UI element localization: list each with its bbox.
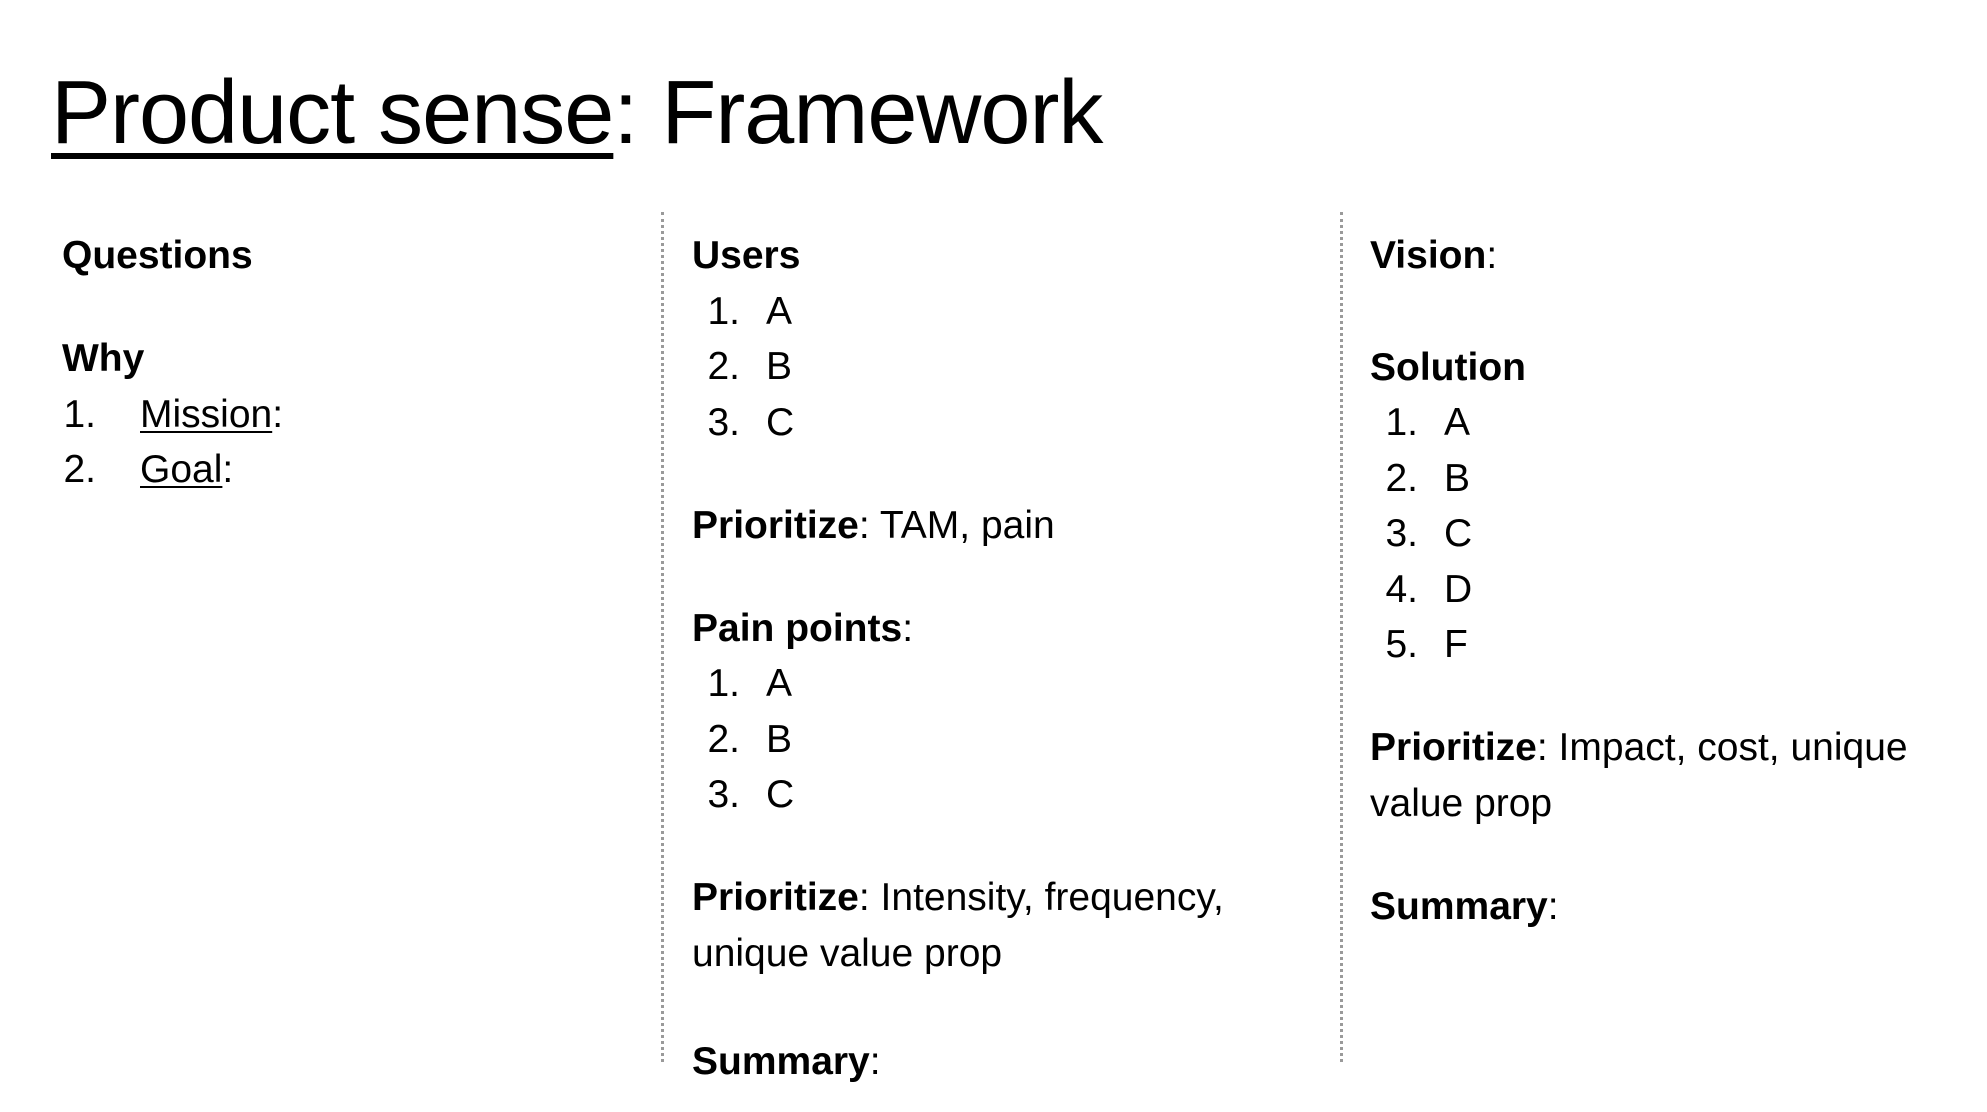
- list-number: 1.: [707, 662, 740, 705]
- list-number: 2.: [63, 448, 96, 491]
- why-list: 1. Mission: 2. Goal:: [62, 387, 622, 498]
- list-number: 3.: [707, 773, 740, 816]
- users-heading: Users: [692, 234, 801, 277]
- list-item-goal: 2. Goal:: [62, 442, 622, 498]
- separator: :: [902, 606, 914, 650]
- pain-points-label: Pain points: [692, 606, 903, 650]
- solution-list: 1. A 2. B 3. C 4. D 5. F: [1370, 395, 1970, 673]
- summary-label: Summary: [692, 1040, 870, 1083]
- questions-heading: Questions: [62, 234, 253, 277]
- list-number: 3.: [1385, 512, 1418, 555]
- list-item-mission: 1. Mission:: [62, 387, 622, 443]
- list-number: 1.: [63, 392, 96, 436]
- list-item: 2. B: [692, 712, 1312, 768]
- separator: :: [858, 876, 870, 919]
- list-text: D: [1444, 567, 1473, 611]
- vision-label: Vision: [1370, 234, 1487, 277]
- list-suffix: :: [272, 392, 284, 436]
- questions-column: Questions Why 1. Mission: 2. Goal:: [62, 228, 622, 498]
- mission-link[interactable]: Mission: [140, 392, 273, 436]
- why-heading: Why: [62, 337, 145, 380]
- prioritize-value: Impact, cost, unique value prop: [1370, 726, 1908, 825]
- title-separator: :: [613, 63, 638, 163]
- list-item: 2. B: [692, 339, 1312, 395]
- list-text: A: [1444, 401, 1471, 444]
- list-text: A: [766, 662, 793, 705]
- separator: :: [858, 503, 870, 547]
- list-item: 3. C: [1370, 506, 1970, 562]
- summary-solution: Summary:: [1370, 879, 1970, 935]
- prioritize-users: Prioritize: TAM, pain: [692, 498, 1312, 554]
- list-text: B: [1444, 456, 1471, 500]
- column-divider-2: [1340, 212, 1343, 1062]
- users-column: Users 1.A 2.B 3.C Prioritize: TAM, pain …: [692, 228, 1312, 1090]
- prioritize-value: TAM, pain: [869, 503, 1055, 547]
- list-number: 2.: [707, 717, 740, 761]
- pain-points-heading: Pain points:: [692, 601, 1312, 657]
- list-item: 2. B: [1370, 451, 1970, 507]
- prioritize-pain: Prioritize: Intensity, frequency, unique…: [692, 870, 1252, 981]
- list-item: 3. C: [692, 395, 1312, 451]
- separator: :: [1486, 234, 1498, 277]
- prioritize-solution: Prioritize: Impact, cost, unique value p…: [1370, 720, 1940, 831]
- list-number: 2.: [1385, 456, 1418, 500]
- list-item: 4. D: [1370, 562, 1970, 618]
- prioritize-value: Intensity, frequency, unique value prop: [692, 876, 1224, 975]
- prioritize-label: Prioritize: [692, 503, 859, 547]
- title-rest: Framework: [637, 63, 1103, 163]
- list-number: 1.: [707, 289, 740, 333]
- list-item: 1. A: [692, 656, 1312, 712]
- separator: :: [1547, 884, 1559, 928]
- separator: :: [869, 1040, 881, 1083]
- list-text: C: [766, 773, 795, 816]
- prioritize-label: Prioritize: [1370, 726, 1537, 769]
- separator: :: [1536, 726, 1548, 769]
- list-number: 3.: [707, 400, 740, 444]
- list-item: 1. A: [692, 284, 1312, 340]
- list-text: C: [1444, 512, 1473, 555]
- pain-points-list: 1. A 2. B 3. C: [692, 656, 1312, 823]
- prioritize-label: Prioritize: [692, 876, 859, 919]
- list-text: B: [766, 345, 793, 388]
- list-suffix: :: [222, 448, 234, 491]
- summary-users: Summary:: [692, 1034, 1312, 1090]
- list-text: A: [766, 289, 793, 333]
- solution-column: Vision: Solution 1. A 2. B 3. C 4. D 5. F Pri…: [1370, 228, 1970, 934]
- list-text: F: [1444, 623, 1468, 666]
- column-divider-1: [661, 212, 664, 1062]
- list-number: 4.: [1385, 567, 1418, 611]
- users-list: 1. A 2. B 3. C: [692, 284, 1312, 451]
- list-text: C: [766, 400, 795, 444]
- goal-link[interactable]: Goal: [140, 448, 223, 491]
- summary-label: Summary: [1370, 884, 1548, 928]
- list-number: 1.: [1385, 401, 1418, 444]
- title-link-product-sense[interactable]: Product sense: [51, 63, 614, 163]
- slide-title: Product sense: Framework: [51, 58, 1103, 168]
- list-item: 5. F: [1370, 617, 1970, 673]
- list-item: 3. C: [692, 767, 1312, 823]
- solution-heading: Solution: [1370, 345, 1526, 389]
- list-number: 2.: [707, 345, 740, 388]
- list-item: 1. A: [1370, 395, 1970, 451]
- list-text: B: [766, 717, 793, 761]
- vision-heading: Vision:: [1370, 228, 1970, 284]
- list-number: 5.: [1385, 623, 1418, 666]
